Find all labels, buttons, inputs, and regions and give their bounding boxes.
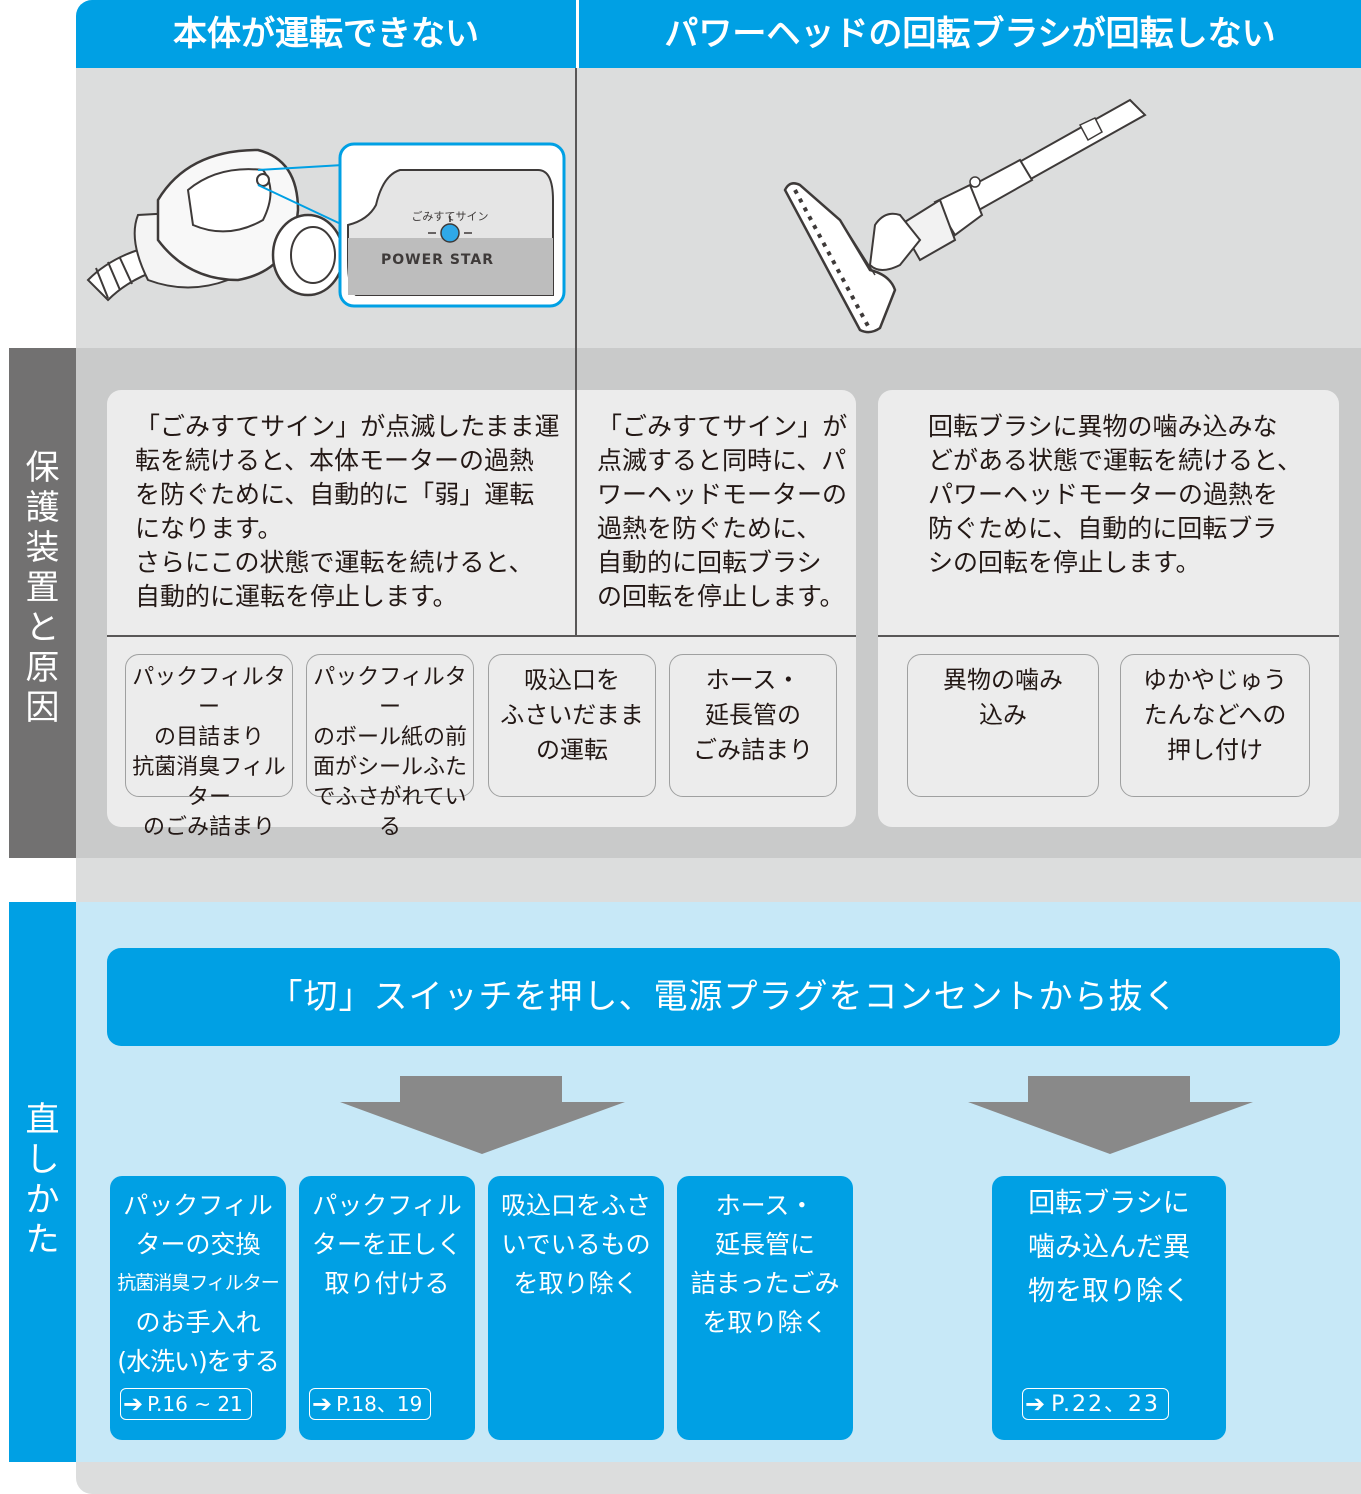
indicator-label: ごみすてサイン bbox=[411, 210, 489, 223]
cause-box-foreign-object: 異物の噛み込み bbox=[907, 654, 1099, 797]
cause-box-inlet-blocked: 吸込口をふさいだままの運転 bbox=[488, 654, 656, 797]
fix-box-clear-inlet: 吸込口をふさいでいるものを取り除く bbox=[488, 1176, 664, 1440]
column-divider-panel bbox=[575, 390, 577, 635]
header-left: 本体が運転できない bbox=[76, 0, 576, 68]
cause-panel-separator bbox=[107, 635, 856, 637]
side-label-causes bbox=[9, 348, 76, 858]
page-reference-link[interactable]: ➔P.18、19 bbox=[309, 1388, 432, 1420]
page-reference-link[interactable]: ➔P.22、23 bbox=[1022, 1388, 1169, 1420]
cause-box-pack-filter-sealed: パックフィルターのボール紙の前面がシールふたでふさがれている bbox=[306, 654, 474, 840]
header-right: パワーヘッドの回転ブラシが回転しない bbox=[579, 0, 1361, 68]
cause-text-head-right: 回転ブラシに異物の噛み込みなどがある状態で運転を続けると、パワーヘッドモーターの… bbox=[928, 412, 1303, 577]
side-label-fix-text: 直しかた bbox=[25, 1100, 60, 1260]
fix-box-attach-filter: パックフィルターを正しく取り付ける ➔P.18、19 bbox=[299, 1176, 475, 1440]
fix-box-remove-object: 回転ブラシに噛み込んだ異物を取り除く ➔P.22、23 bbox=[992, 1176, 1226, 1440]
bottom-band bbox=[76, 1462, 1361, 1494]
arrow-right-icon: ➔ bbox=[123, 1389, 144, 1418]
fix-box-replace-filter: パックフィルターの交換 抗菌消臭フィルターのお手入れ (水洗い)をする ➔P.1… bbox=[110, 1176, 286, 1440]
arrow-down-left bbox=[340, 1076, 625, 1154]
vacuum-body-illustration bbox=[86, 142, 566, 308]
fix-box-clear-hose: ホース・延長管に詰まったごみを取り除く bbox=[677, 1176, 853, 1440]
header-divider bbox=[576, 0, 579, 68]
arrow-down-right bbox=[968, 1076, 1253, 1154]
cause-text-body: 「ごみすてサイン」が点滅したまま運転を続けると、本体モーターの過熱を防ぐために、… bbox=[135, 412, 560, 611]
fix-banner: 「切」スイッチを押し、電源プラグをコンセントから抜く bbox=[107, 948, 1340, 1046]
cause-text-head-left: 「ごみすてサイン」が点滅すると同時に、パワーヘッドモーターの過熱を防ぐために、自… bbox=[597, 412, 848, 611]
cause-box-hose-clog: ホース・延長管のごみ詰まり bbox=[669, 654, 837, 797]
power-head-illustration bbox=[783, 98, 1147, 334]
arrow-right-icon: ➔ bbox=[1025, 1389, 1048, 1418]
side-label-causes-text: 保護装置と原因 bbox=[25, 448, 60, 728]
page-reference-link[interactable]: ➔P.16 ~ 21 bbox=[120, 1388, 252, 1420]
cause-box-pressed-on-floor: ゆかやじゅうたんなどへの押し付け bbox=[1120, 654, 1310, 797]
side-label-fix bbox=[9, 902, 76, 1462]
column-divider-lower bbox=[575, 348, 577, 390]
cause-box-pack-filter-clog: パックフィルターの目詰まり抗菌消臭フィルターのごみ詰まり bbox=[125, 654, 293, 840]
brand-logo: POWER STAR bbox=[381, 252, 494, 268]
section-spacer bbox=[76, 858, 1361, 902]
cause-panel-head-separator bbox=[878, 635, 1339, 637]
arrow-right-icon: ➔ bbox=[312, 1389, 333, 1418]
